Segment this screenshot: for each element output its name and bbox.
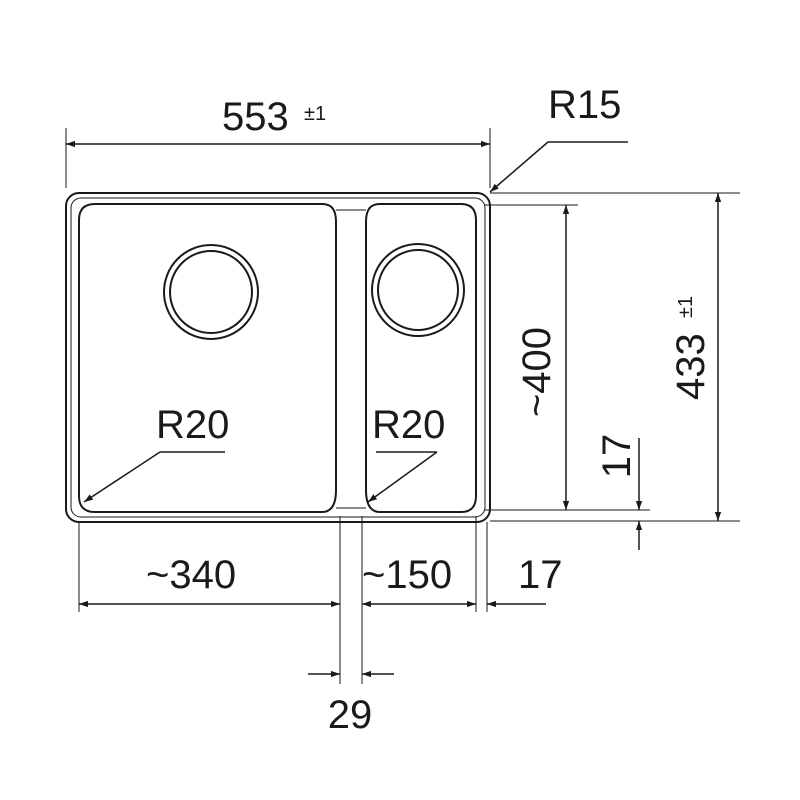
- left-bowl-radius-label: R20: [156, 403, 229, 447]
- overall-width-label: 553: [222, 95, 289, 139]
- bowl-height-dimension: ~400: [515, 205, 570, 510]
- left-bowl-width-dimension: ~340: [79, 553, 340, 608]
- overall-height-dimension: 433 ±1: [669, 193, 722, 521]
- overall-height-label: 433: [669, 333, 713, 400]
- right-bowl-width-label: ~150: [362, 553, 452, 597]
- right-bowl: [365, 203, 477, 513]
- divider-width-dimension: 29: [308, 670, 394, 737]
- overall-width-dimension: 553 ±1: [65, 95, 491, 188]
- left-drain-icon: [163, 244, 259, 340]
- overall-width-tolerance: ±1: [304, 103, 326, 125]
- overall-height-tolerance: ±1: [675, 296, 697, 318]
- right-bowl-width-dimension: ~150: [362, 553, 476, 608]
- outer-rim-outer: [65, 192, 491, 523]
- outer-radius-callout: R15: [489, 83, 628, 193]
- left-bowl-width-label: ~340: [146, 553, 236, 597]
- left-bowl: [78, 203, 337, 513]
- right-rim-dimension: 17: [487, 553, 563, 608]
- divider-width-label: 29: [328, 693, 373, 737]
- right-bowl-radius-callout: R20: [367, 403, 445, 503]
- outer-rim-inner: [70, 197, 486, 518]
- left-bowl-radius-callout: R20: [83, 403, 229, 503]
- bottom-extension-lines: [78, 516, 488, 684]
- outer-radius-label: R15: [548, 83, 621, 127]
- right-rim-label: 17: [518, 553, 563, 597]
- bowl-height-label: ~400: [515, 327, 559, 417]
- sink-outline: [65, 192, 491, 523]
- right-extension-lines: [484, 192, 740, 522]
- bottom-rim-dimension: 17: [595, 434, 643, 550]
- right-bowl-radius-label: R20: [372, 403, 445, 447]
- right-drain-icon: [371, 243, 465, 337]
- bottom-rim-label: 17: [595, 434, 639, 479]
